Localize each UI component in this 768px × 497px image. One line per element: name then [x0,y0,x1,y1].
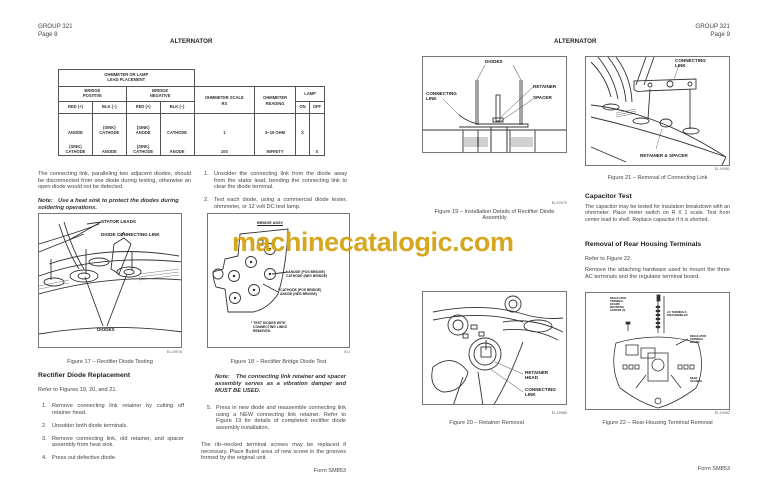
ohmmeter-header: OHMMETER [254,86,297,102]
retainer-label: RETAINER [533,84,557,89]
lamp-header: LAMP [295,86,325,102]
diodes-label: DIODES [97,327,115,332]
right-page: GROUP 321 Page 9 ALTERNATOR [384,0,768,497]
connecting-link-label: CONNECTING LINK [426,91,457,102]
figure-22-caption: Figure 22 – Rear Housing Terminal Remova… [602,420,713,426]
figure-22-image: REGULATOR TERMINAL BOARD MOUNTING SCREWS… [585,292,730,410]
stator-leads-label: STATOR LEADS [101,219,136,224]
group-label: GROUP 321 [38,23,73,30]
regulator-terminal-board-label: REGULATOR TERMINAL BOARD [690,335,707,344]
diode-installation-illustration [423,64,566,152]
step-5: 5. Press in new diode and reassemble con… [207,405,346,431]
ohmmeter-table: OHMMETER OR LAMP LEAD PLACEMENT BRIDGE P… [58,69,326,156]
reading-header: READING [254,101,297,114]
step-item: 3.Remove connecting link, old retainer, … [42,435,184,449]
connecting-link-label: CONNECTING LINK [525,387,556,398]
figure-18-image: BRIDGE ASSY * ANODE (POS BRIDGE) CATHODE… [207,213,350,348]
blk-pos-header: BLK (–) [91,101,127,114]
figure-21-caption: Figure 21 – Removal of Connecting Link [607,175,708,181]
retainer-head-label: RETAINER HEAD [525,370,549,381]
form-number-right: Form SM853 [697,466,730,472]
step-item: 1.Remove connecting link retainer by cut… [42,403,184,416]
step-item: 2.Test each diode, using a commercial di… [204,197,347,210]
connecting-link-label: CONNECTING LINK [675,58,706,69]
rear-housing-refer: Refer to Figure 22. [585,256,632,262]
spacer-label: SPACER [533,95,552,100]
rectifier-diode-illustration [39,221,181,335]
figure-20-caption: Figure 20 – Retainer Removal [449,420,524,426]
table-row: (SINK)CATHODE ANODE (SINK)CATHODE ANODE … [58,135,326,156]
ohmmeter-scale-header: OHMMETER SCALE [193,86,256,102]
figure-21-code: EL19981 [714,167,730,171]
figure-17-caption: Figure 17 – Rectifier Diode Testing [67,359,153,365]
figure-19-image: DIODES RETAINER SPACER CONNECTING LINK [422,56,567,153]
capacitor-heading: Capacitor Test [585,193,632,200]
replacement-steps: 1.Remove connecting link retainer by cut… [42,403,184,469]
bridge-assy-label: BRIDGE ASSY [257,221,284,225]
replacement-heading: Rectifier Diode Replacement [38,372,131,379]
page-header-right: GROUP 321 Page 9 [695,23,730,38]
retainer-removal-illustration [431,295,564,404]
connecting-link-removal-illustration [590,57,727,165]
heat-sink-note: Note:Use a heat sink to protect the diod… [38,198,179,211]
bridge-positive-header: BRIDGE POSITIVE [58,86,127,102]
group-label: GROUP 321 [695,23,730,30]
figure-17-image: STATOR LEADS DIODE CONNECTING LINK DIODE… [38,213,182,348]
test-diodes-note: * TEST DIODES WITH CONNECTING LINKS REMO… [251,321,287,333]
diode-connecting-link-label: DIODE CONNECTING LINK [101,232,160,237]
on-header: ON [295,101,310,114]
test-steps: 1.Unsolder the connecting link from the … [204,171,347,217]
bridge-negative-header: BRIDGE NEGATIVE [125,86,195,102]
red-pos-header: RED (+) [58,101,93,114]
lead-placement-header: OHMMETER OR LAMP LEAD PLACEMENT [58,69,195,87]
figure-19-caption: Figure 19 – Installation Details of Rect… [434,209,555,221]
blk-neg-header: BLK (–) [159,101,195,114]
page-number: Page 9 [710,30,730,38]
rx-header: RX [193,101,256,114]
page-title: ALTERNATOR [170,38,213,45]
figure-20-code: EL19980 [551,411,567,415]
retainer-spacer-label: RETAINER & SPACER [640,153,688,158]
figure-19-code: EL19979 [551,201,567,205]
figure-17-code: EL19978 [166,350,182,354]
figure-22-code: EL19982 [714,411,730,415]
figure-20-image: RETAINER HEAD CONNECTING LINK [422,291,567,405]
rear-housing-heading: Removal of Rear Housing Terminals [585,241,702,248]
diodes-label: DIODES [485,59,503,64]
replacement-refer: Refer to Figures 19, 20, and 21. [38,387,117,393]
step-item: 4.Press out defective diode. [42,455,117,462]
regulator-screws-label: REGULATOR TERMINAL BOARD MOUNTING SCREWS… [610,297,627,312]
off-header: OFF [308,101,326,114]
anode-pos-label: * ANODE (POS BRIDGE) CATHODE (NEG BRIDGE… [286,270,328,278]
capacitor-paragraph: The capacitor may be tested for insulati… [585,204,730,223]
bridge-assembly-illustration [212,228,289,313]
page-header-left: GROUP 321 Page 8 [38,23,73,38]
figure-21-image: CONNECTING LINK RETAINER & SPACER [585,56,730,166]
red-neg-header: RED (+) [125,101,161,114]
ac-terminals-label: AC TERMINALS DISASSEMBLED [667,311,688,317]
figure-18-caption: Figure 18 – Rectifier Bridge Diode Test [230,359,327,365]
form-number-left: Form SM853 [313,468,346,474]
watermark: machinecatalogic.com [232,227,514,257]
rear-housing-label: REAR HOUSING [690,377,703,383]
cathode-pos-label: * CATHODE (POS BRIDGE) ANODE (NEG BRIDGE… [278,288,322,296]
rib-necked-paragraph: The rib–necked terminal screws may be re… [201,442,346,462]
table-row: ANODE (SINK)CATHODE (SINK)ANODE CATHODE … [58,113,326,136]
page-title: ALTERNATOR [554,38,597,45]
vibration-damper-note: Note:The connecting link retainer and sp… [215,374,346,394]
rear-housing-illustration [613,294,702,409]
figure-18-code: ELI [344,350,350,354]
rear-housing-paragraph: Remove the attaching hardware used to mo… [585,267,730,280]
step-item: 2.Unsolder both diode terminals. [42,422,128,429]
intro-paragraph: The connecting link, paralleling two adj… [38,171,191,191]
page-number: Page 8 [38,30,58,38]
step-item: 1.Unsolder the connecting link from the … [204,171,347,191]
left-page: GROUP 321 Page 8 ALTERNATOR OHMMETER OR … [38,23,350,474]
